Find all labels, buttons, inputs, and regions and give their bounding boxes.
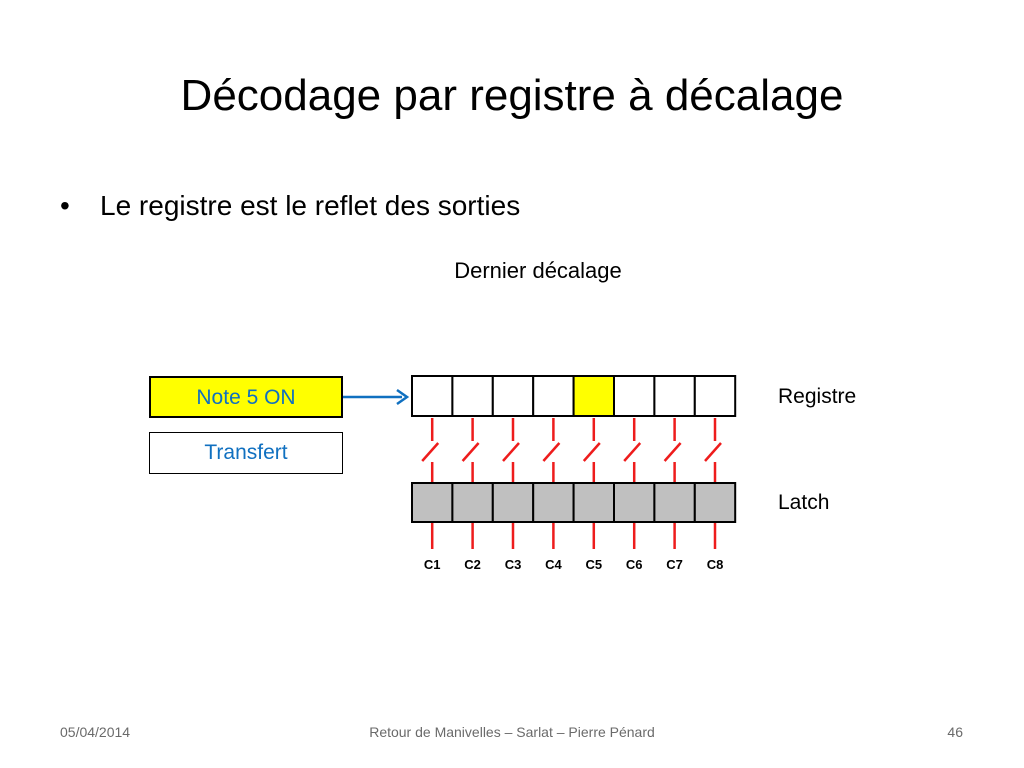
output-label-2: C2 [464, 557, 481, 572]
footer-page-number: 46 [947, 724, 963, 740]
register-cell-6 [613, 375, 656, 417]
register-cell-2 [451, 375, 494, 417]
output-label-1: C1 [424, 557, 441, 572]
latch-cell-7 [653, 482, 696, 523]
transfer-box: Transfert [149, 432, 343, 474]
switch-blade-8 [704, 442, 722, 462]
register-cell-5 [572, 375, 615, 417]
latch-label: Latch [778, 491, 830, 514]
diagram-caption: Dernier décalage [454, 258, 622, 283]
latch-cell-1 [411, 482, 454, 523]
latch-cell-2 [451, 482, 494, 523]
slide-title: Décodage par registre à décalage [180, 71, 844, 120]
register-label: Registre [778, 385, 857, 408]
output-labels: C1 C2 C3 C4 C5 C6 C7 C8 [424, 557, 723, 572]
latch-cell-4 [532, 482, 575, 523]
arrow-head-icon [396, 388, 410, 406]
latch-cell-6 [613, 482, 656, 523]
switch-blade-2 [461, 442, 480, 462]
switch-blade-7 [663, 442, 682, 462]
bullet-text: Le registre est le reflet des sorties [100, 190, 521, 221]
switch-blade-6 [623, 442, 642, 462]
output-label-6: C6 [626, 557, 643, 572]
latch-cell-5 [572, 482, 615, 523]
output-label-7: C7 [666, 557, 683, 572]
register-cell-7 [653, 375, 696, 417]
arrow-group [343, 388, 410, 406]
register-cell-4 [532, 375, 575, 417]
wire-group [421, 418, 722, 549]
note-on-box: Note 5 ON [149, 376, 343, 418]
latch-cell-8 [693, 482, 737, 523]
output-label-8: C8 [707, 557, 724, 572]
output-label-4: C4 [545, 557, 562, 572]
switch-blade-5 [582, 442, 601, 462]
switch-blade-1 [421, 442, 440, 462]
register-cell-3 [491, 375, 535, 417]
register-cell-8 [693, 375, 737, 417]
output-label-3: C3 [505, 557, 522, 572]
footer-date: 05/04/2014 [60, 724, 131, 740]
bullet-dot-icon: • [60, 190, 70, 221]
register-cell-1 [411, 375, 454, 417]
switch-blade-3 [502, 442, 520, 462]
latch-row [411, 482, 737, 523]
switch-blade-4 [542, 442, 561, 462]
output-label-5: C5 [585, 557, 602, 572]
register-row [411, 375, 737, 417]
latch-cell-3 [491, 482, 535, 523]
footer-title: Retour de Manivelles – Sarlat – Pierre P… [369, 724, 655, 740]
